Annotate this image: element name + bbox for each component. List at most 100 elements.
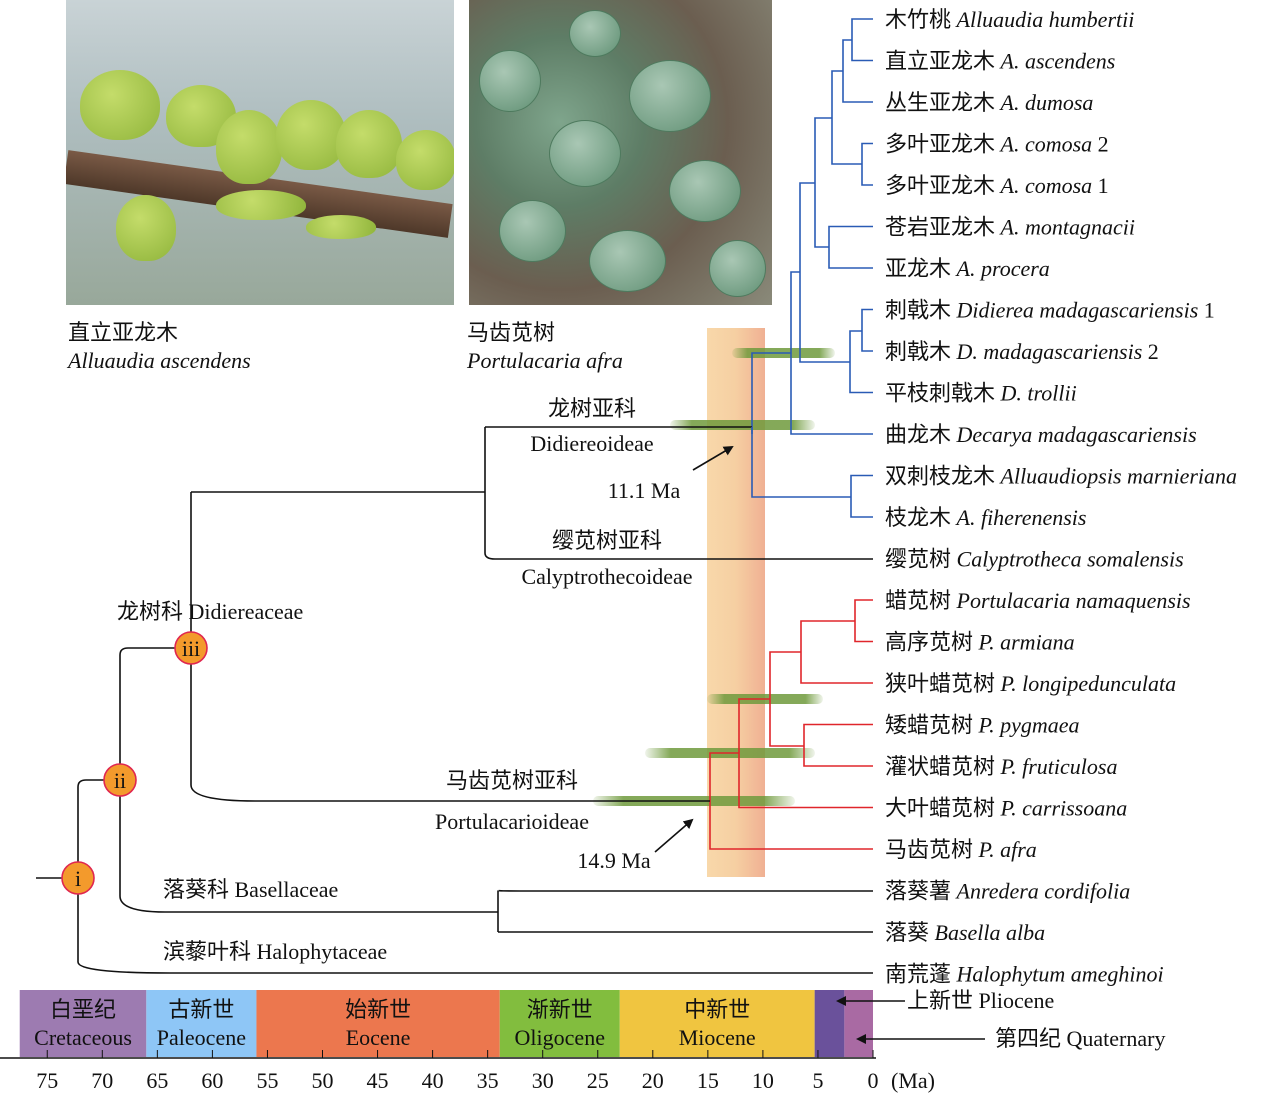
portulacarioideae-label: Portulacarioideae [435,809,589,834]
tip-label: 南荒蓬 Halophytum ameghinoi [885,962,1164,987]
species-cn: 双刺枝龙木 [885,464,1001,489]
species-sci: P. armiana [978,630,1075,655]
branch-calyptrotheca [484,427,873,560]
species-suffix: 2 [1142,339,1159,364]
tip-label: 缨苋树 Calyptrotheca somalensis [885,547,1184,572]
photo-portulacaria-afra [469,0,772,305]
species-sci: D. madagascariensis [956,339,1143,364]
arrow-11-1 [692,445,734,471]
branch [77,779,120,878]
age-label-11-1: 11.1 Ma [608,478,681,503]
species-sci: P. longipedunculata [1000,671,1177,696]
species-cn: 狭叶蜡苋树 [885,671,1001,696]
branch [861,308,873,352]
tip-label: 高序苋树 P. armiana [885,630,1075,655]
calyptrothecoideae-label: Calyptrothecoideae [521,564,692,589]
period-cn: 始新世 [345,997,411,1022]
pliocene-label: 上新世 Pliocene [907,988,1054,1013]
tip-label: 枝龙木 A. fiherenensis [885,505,1086,530]
node-label: i [75,866,81,891]
period-oligocene [499,990,620,1057]
species-suffix: 1 [1092,173,1109,198]
didiereoideae-label: Didiereoideae [530,431,653,456]
species-cn: 灌状蜡苋树 [885,754,1001,779]
species-sci: A. procera [955,256,1050,281]
period-en: Miocene [679,1025,756,1050]
tick-label: 20 [642,1068,664,1093]
branch [828,225,873,269]
tick-label: 15 [697,1068,719,1093]
tip-label: 直立亚龙木 A. ascendens [885,49,1115,74]
period-cn: 白垩纪 [50,997,116,1022]
photo1-caption-sci: Alluaudia ascendens [66,348,251,373]
branch [861,142,873,186]
species-sci: Calyptrotheca somalensis [957,547,1184,572]
tip-label: 丛生亚龙木 A. dumosa [885,90,1093,115]
tick-label: 10 [752,1068,774,1093]
species-sci: A. ascendens [999,49,1116,74]
branch-basellaceae [119,780,498,913]
axis-unit: (Ma) [891,1068,935,1093]
calyptrothecoideae-cn-label: 缨苋树亚科 [552,528,662,553]
tip-label: 苍岩亚龙木 A. montagnacii [885,215,1135,240]
period-segment [814,990,845,1057]
species-suffix: 2 [1092,132,1109,157]
species-cn: 多叶亚龙木 [885,173,1001,198]
tip-label: 刺戟木 Didierea madagascariensis 1 [885,298,1215,323]
species-cn: 刺戟木 [885,339,957,364]
tip-label: 灌状蜡苋树 P. fruticulosa [885,754,1117,779]
species-cn: 亚龙木 [885,256,957,281]
period-cn: 渐新世 [527,997,593,1022]
species-sci: A. fiherenensis [955,505,1087,530]
didiereoideae-cn-label: 龙树亚科 [548,396,636,421]
species-sci: A. dumosa [999,90,1094,115]
species-sci: A. comosa [999,132,1093,157]
tip-label: 大叶蜡苋树 P. carrissoana [885,796,1127,821]
arrow-14-9 [654,818,694,853]
species-cn: 落葵 [885,920,935,945]
species-cn: 多叶亚龙木 [885,132,1001,157]
tick-label: 40 [422,1068,444,1093]
tick-label: 65 [146,1068,168,1093]
tip-label: 蜡苋树 Portulacaria namaquensis [885,588,1191,613]
tick-label: 70 [91,1068,113,1093]
period-eocene [256,990,500,1057]
tip-label: 木竹桃 Alluaudia humbertii [885,7,1134,32]
species-cn: 高序苋树 [885,630,979,655]
period-en: Paleocene [157,1025,246,1050]
node-label: ii [114,768,126,793]
branch [751,352,851,498]
species-cn: 曲龙木 [885,422,957,447]
period-en: Oligocene [515,1025,605,1050]
branch [497,889,873,933]
period-en: Eocene [346,1025,411,1050]
halophytaceae-label: 滨藜叶科 Halophytaceae [163,939,387,964]
node-marker-iii [174,631,208,665]
branch [850,474,873,518]
period-miocene [619,990,815,1057]
tree-branches [36,18,873,974]
ci-bar [670,420,815,430]
species-cn: 苍岩亚龙木 [885,215,1001,240]
species-sci: Portulacaria namaquensis [956,588,1191,613]
photo1-caption-cn: 直立亚龙木 [68,320,178,345]
age-highlight-band [707,328,765,877]
didiereaceae-label: 龙树科 Didiereaceae [117,599,303,624]
period-en: Cretaceous [34,1025,132,1050]
species-cn: 马齿苋树 [885,837,979,862]
tip-label: 双刺枝龙木 Alluaudiopsis marnieriana [885,464,1237,489]
tip-label: 狭叶蜡苋树 P. longipedunculata [885,671,1176,696]
species-sci: Anredera cordifolia [955,879,1131,904]
period-segment [844,990,873,1057]
tip-label: 亚龙木 A. procera [885,256,1050,281]
tip-label: 多叶亚龙木 A. comosa 1 [885,173,1109,198]
tip-label: 多叶亚龙木 A. comosa 2 [885,132,1109,157]
species-cn: 木竹桃 [885,7,957,32]
node-label: iii [182,636,200,661]
species-sci: Halophytum ameghinoi [956,962,1164,987]
species-cn: 落葵薯 [885,879,957,904]
tick-label: 75 [36,1068,58,1093]
branch [119,647,191,780]
branch [842,39,873,103]
tick-label: 35 [477,1068,499,1093]
